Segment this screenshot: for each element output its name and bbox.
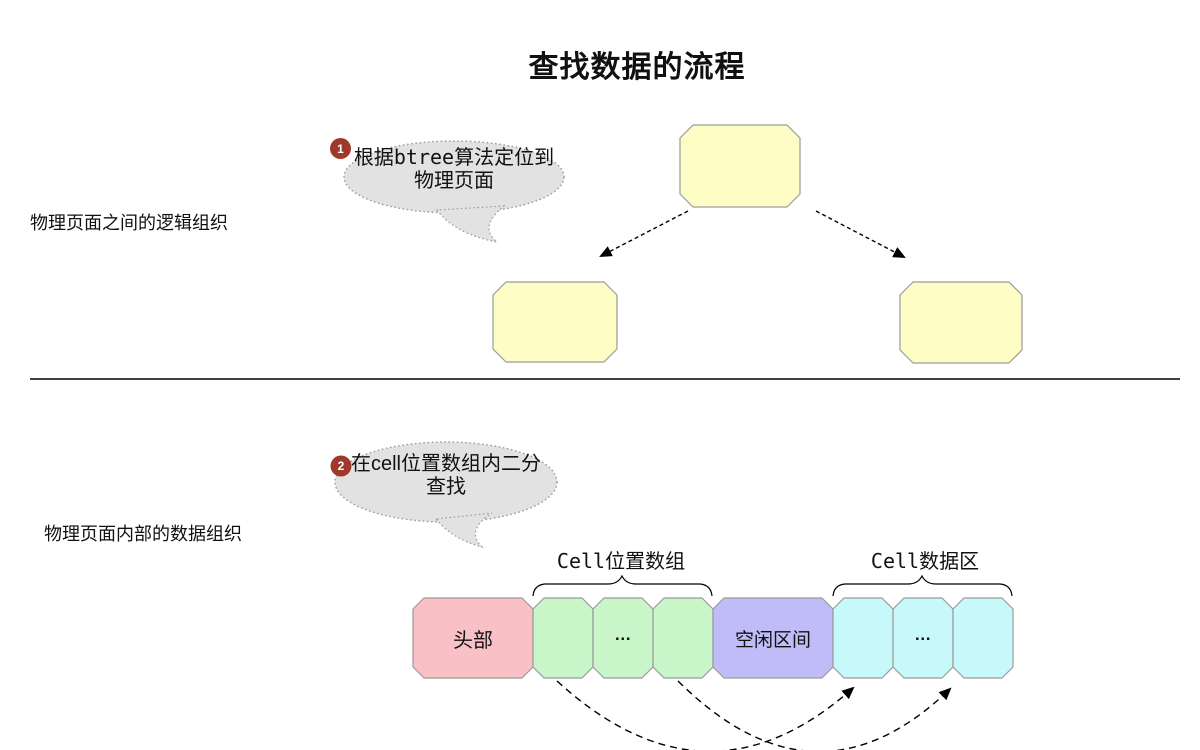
free-space-label: 空闲区间 [734,629,811,651]
pointer-arrow-2 [677,680,952,750]
section-label-physical: 物理页面内部的数据组织 [44,524,242,544]
cell-data-box-2 [892,597,954,679]
step-badge-2-circle [330,455,352,477]
tree-edge-left-arrow [599,210,689,257]
step-badge-1-circle [330,138,351,159]
cell-pointer-ellipsis: … [614,625,632,644]
bubble-2-line1: 在cell位置数组内二分 [350,453,541,475]
page-title: 查找数据的流程 [528,51,746,84]
cell-pointer-box-1 [532,597,594,679]
btree-child-node-left [492,281,618,363]
bubble-1-text: 根据btree算法定位到 物理页面 [339,146,569,193]
page-header-label: 头部 [453,629,493,652]
step-badge-1: 1 [337,141,344,156]
cell-data-ellipsis: … [914,625,932,644]
speech-bubble-2-tail [434,512,493,549]
bubble-2-line2: 查找 [426,476,466,498]
speech-bubble-2 [334,441,558,523]
bubble-1-line2: 物理页面 [414,170,494,192]
btree-child-node-right [899,281,1023,364]
bubble-1-line1: 根据btree算法定位到 [353,145,555,170]
tree-edge-right-arrow [815,210,906,258]
cell-data-area-label: Cell数据区 [870,549,980,573]
brace-cell-pointer-array [532,574,713,597]
cell-data-box-1 [832,597,894,679]
brace-cell-data-area [832,574,1013,597]
cell-pointer-array-label: Cell位置数组 [556,549,686,573]
page-header-box [412,597,534,679]
cell-data-box-3 [952,597,1014,679]
free-space-box [712,597,834,679]
bubble-2-text: 在cell位置数组内二分 查找 [331,453,561,499]
speech-bubble-1-tail [435,205,506,243]
pointer-arrow-1 [556,680,855,750]
bubble-1-mono-term: btree [393,145,455,169]
step-badge-2: 2 [337,459,345,473]
section-label-logical: 物理页面之间的逻辑组织 [30,213,228,233]
cell-pointer-box-2 [592,597,654,679]
cell-pointer-box-3 [652,597,714,679]
btree-root-node [679,124,801,208]
